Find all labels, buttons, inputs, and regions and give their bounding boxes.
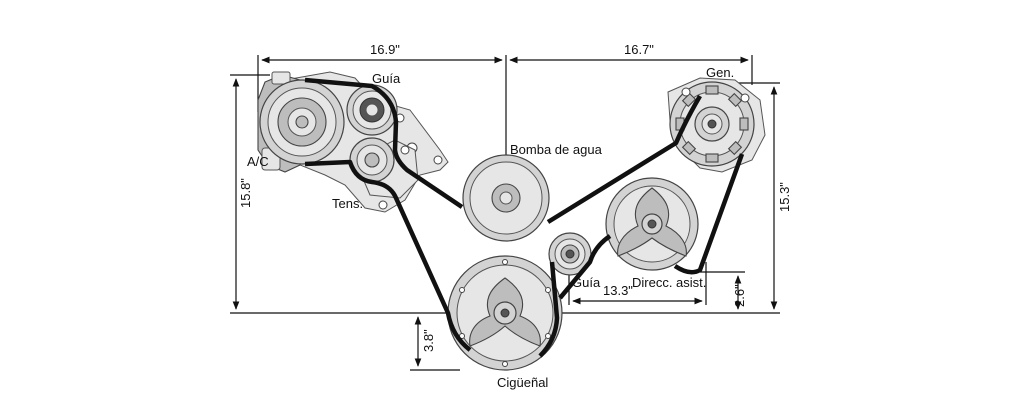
dim-width-right: 16.7" bbox=[624, 42, 654, 57]
ac-label: A/C bbox=[247, 154, 269, 169]
power-steering-label: Direcc. asist. bbox=[632, 275, 706, 290]
crankshaft-pulley bbox=[447, 255, 563, 371]
dimension-lines bbox=[230, 55, 780, 371]
idler-bottom-label: Guía bbox=[572, 275, 601, 290]
dim-height-right: 15.3" bbox=[777, 182, 792, 212]
dim-crank-offset: 3.8" bbox=[421, 329, 436, 352]
power-steering-pulley bbox=[605, 177, 699, 271]
idler-bottom-pulley bbox=[548, 232, 592, 276]
tensioner-label: Tens. bbox=[332, 196, 363, 211]
dim-width-left: 16.9" bbox=[370, 42, 400, 57]
water-pump-pulley bbox=[462, 154, 550, 242]
ac-compressor bbox=[257, 71, 345, 173]
dim-ps-width: 13.3" bbox=[603, 283, 633, 298]
alternator-label: Gen. bbox=[706, 65, 734, 80]
alternator bbox=[667, 77, 766, 173]
crankshaft-label: Cigüeñal bbox=[497, 375, 548, 390]
idler-top-pulley bbox=[346, 84, 398, 136]
dim-height-left: 15.8" bbox=[238, 178, 253, 208]
serpentine-belt bbox=[304, 77, 745, 358]
idler-top-label: Guía bbox=[372, 71, 401, 86]
dim-ps-height: 2.6" bbox=[732, 284, 747, 307]
water-pump-label: Bomba de agua bbox=[510, 142, 603, 157]
